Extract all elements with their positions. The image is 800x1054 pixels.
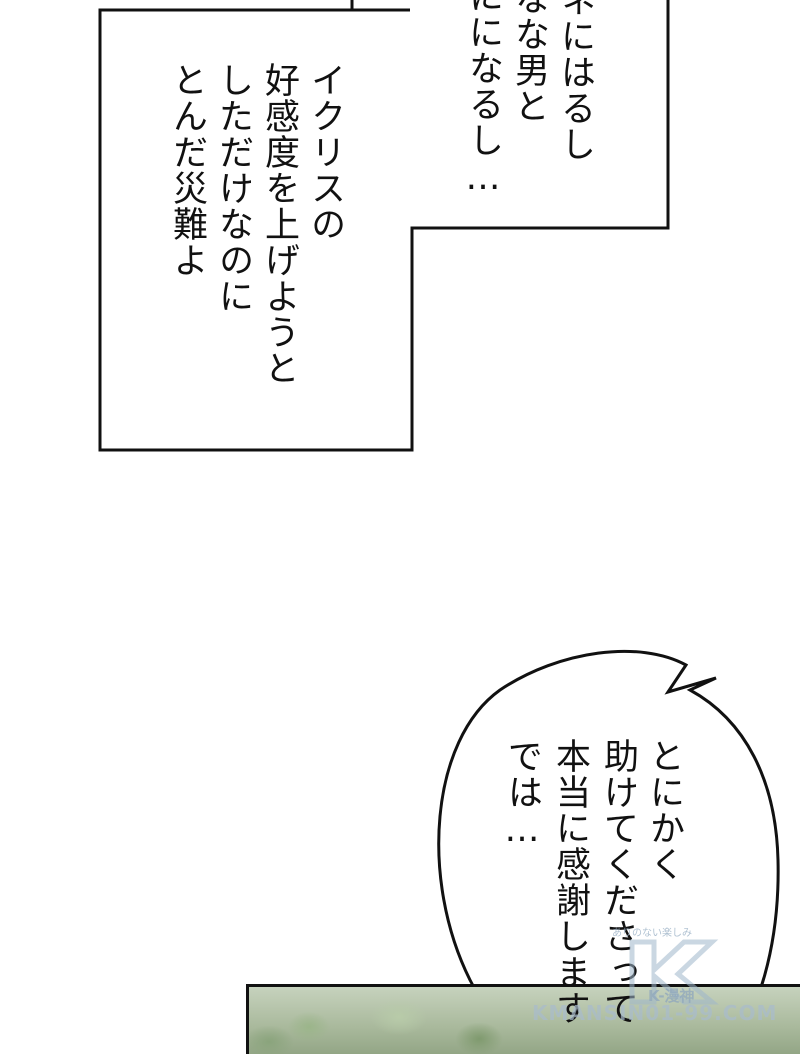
caption-partial-line-3: にになるし… [463, 0, 503, 199]
caption-partial-line-1: ネにはるし [555, 0, 595, 162]
k-logo-icon [629, 939, 719, 1005]
caption-line-3: しただけなのに [213, 62, 253, 314]
caption-line-2: 好感度を上げようと [259, 62, 299, 386]
bubble-line-1: とにかく [644, 738, 684, 882]
watermark-brand: K-漫神 [648, 987, 695, 1005]
watermark-tagline: ありのない楽しみ [612, 928, 692, 939]
bubble-line-4: では… [502, 738, 542, 851]
caption-partial-line-2: なな男と [509, 0, 549, 124]
bubble-line-3: 本当に感謝します [550, 738, 590, 1026]
watermark-url: KMANSIN01-99.COM [532, 1001, 778, 1025]
caption-line-4: とんだ災難よ [167, 62, 207, 278]
caption-line-1: イクリスの [305, 62, 345, 242]
